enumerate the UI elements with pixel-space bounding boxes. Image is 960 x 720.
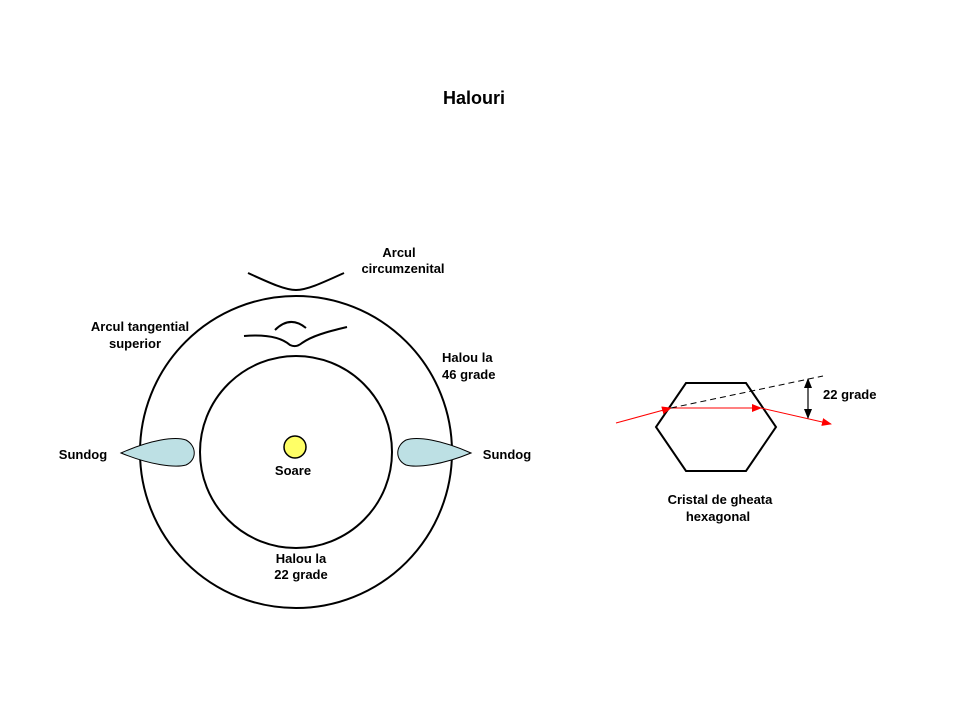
label-tangent-arc-2: superior (109, 336, 161, 351)
circumzenithal-arc (247, 272, 345, 292)
ray-outgoing (760, 407, 832, 426)
label-sundog-left: Sundog (59, 447, 107, 462)
label-halo22-2: 22 grade (274, 567, 327, 582)
sun (283, 435, 307, 459)
label-sundog-right: Sundog (483, 447, 531, 462)
ray-extension-dashed (670, 375, 824, 409)
label-tangent-arc-1: Arcul tangential (91, 319, 189, 334)
upper-tangent-arc-cap (274, 321, 307, 331)
upper-tangent-arc (243, 326, 348, 348)
label-circumzenithal-2: circumzenital (361, 261, 444, 276)
page-title: Halouri (442, 88, 505, 108)
sundog-left-shape (119, 438, 195, 467)
label-sun: Soare (275, 463, 311, 478)
label-crystal-1: Cristal de gheata (668, 492, 774, 507)
label-halo22-1: Halou la (276, 551, 327, 566)
ray-incoming (615, 406, 672, 424)
label-angle: 22 grade (823, 387, 876, 402)
label-crystal-2: hexagonal (686, 509, 750, 524)
hexagonal-crystal (654, 382, 778, 472)
label-circumzenithal-1: Arcul (382, 245, 415, 260)
halo-22-circle (199, 355, 393, 549)
sundog-right-shape (397, 438, 473, 467)
label-halo46-1: Halou la (442, 350, 493, 365)
label-halo46-2: 46 grade (442, 367, 495, 382)
